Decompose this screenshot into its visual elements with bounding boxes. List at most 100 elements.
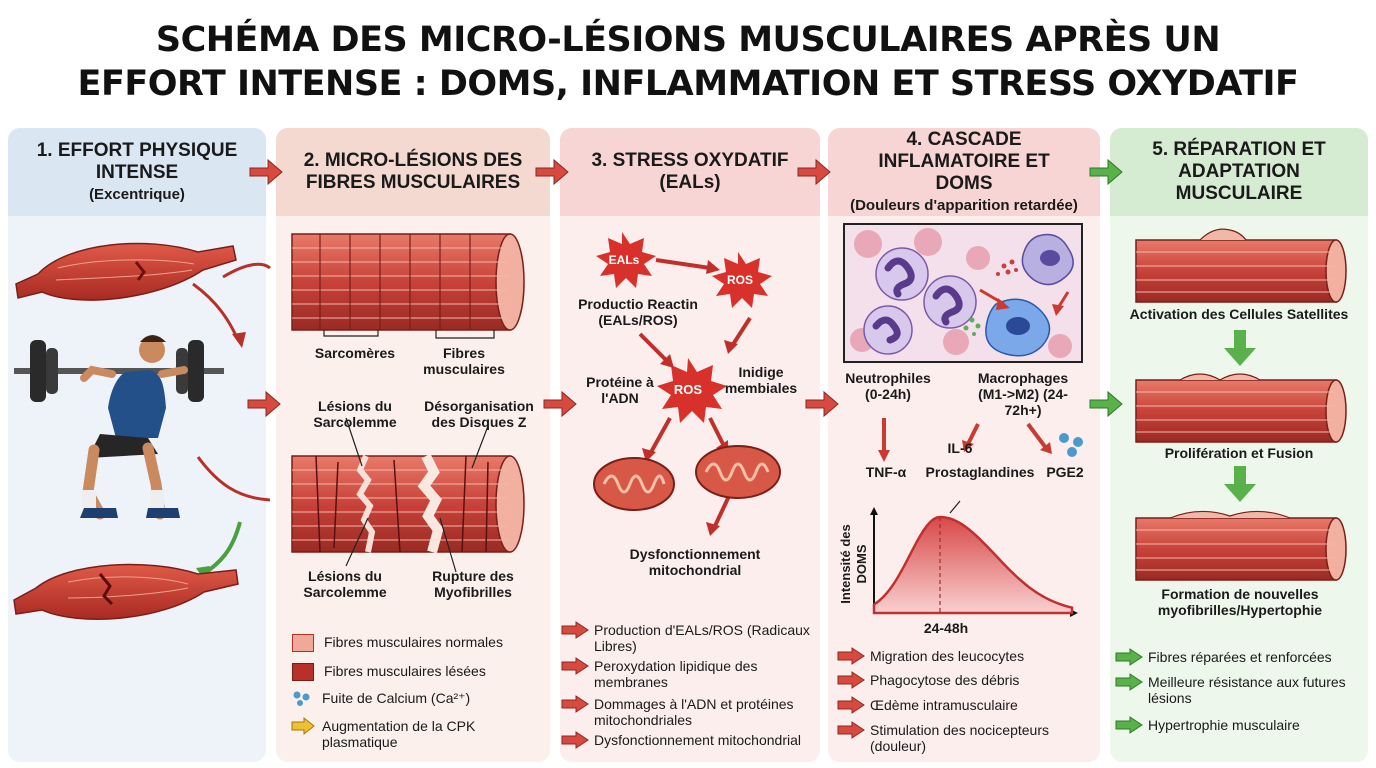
repair-illustration [1135,228,1347,581]
column-effort-subtitle: (Excentrique) [89,186,185,203]
legend-inflam-3: Œdème intramusculaire [837,696,1094,714]
swatch-lesees [292,663,314,681]
legend-stress-1: Production d'EALs/ROS (Radicaux Libres) [561,621,812,654]
legend-repair-3: Hypertrophie musculaire [1115,716,1364,734]
label-pge2: PGE2 [1046,464,1084,480]
label-macrophages: Macrophages (M1->M2) (24-72h+) [977,370,1069,418]
normal-fibre-icon [291,233,525,339]
repair-fibre-icon-1 [1135,228,1347,303]
arrow-header-4-5 [1089,158,1123,186]
cell-panel [843,223,1083,363]
column-effort: 1. EFFORT PHYSIQUE INTENSE (Excentrique) [8,128,266,762]
label-ros-1: ROS [726,273,753,287]
label-inidige: Inidige membiales [724,364,798,396]
label-ros-2: ROS [673,382,703,397]
red-arrow-icon [561,621,589,639]
column-stress-title: 3. STRESS OXYDATIF [591,150,789,171]
swatch-normal [292,634,314,652]
inflammation-illustration [843,223,1083,462]
column-stress: 3. STRESS OXYDATIF (EALs) [560,128,820,762]
doms-xtick: 24-48h [923,620,969,636]
red-arrow-icon [561,731,589,749]
legend-repair-2: Meilleure résistance aux futures lésions [1115,673,1364,706]
green-arrow-icon [1115,716,1143,734]
column-repair-title: 5. RÉPARATION ET ADAPTATION MUSCULAIRE [1152,139,1326,204]
red-arrow-icon [837,721,865,739]
arrow-mid-4-5 [1089,390,1123,418]
green-arrow-icon [1115,648,1143,666]
mitochondria-icon-1 [593,457,675,511]
column-stress-subtitle: (EALs) [659,172,721,193]
fibres-illustration [291,233,525,573]
label-activation: Activation des Cellules Satellites [1129,306,1349,322]
arrow-mid-3-4 [805,390,839,418]
legend-repair-1: Fibres réparées et renforcées [1115,648,1364,666]
column-inflammation-header: 4. CASCADE INFLAMATOIRE ET DOMS (Douleur… [828,128,1100,216]
doms-ylabel: Intensité des DOMS [838,524,869,604]
ros-burst-icon-2 [657,358,727,423]
macrophage-icon-2 [985,298,1051,357]
column-inflammation-title: 4. CASCADE INFLAMATOIRE ET DOMS [878,129,1050,194]
doms-area [872,515,1074,615]
repair-fibre-icon-3 [1135,510,1347,581]
arrow-header-2-3 [535,158,569,186]
ros-burst-icon-1 [712,252,772,308]
muscle-top-icon [15,242,237,301]
label-il6: IL-6 [947,440,973,456]
label-prostaglandines: Prostaglandines [925,464,1035,480]
arrow-mid-1-2 [247,390,281,418]
column-stress-header: 3. STRESS OXYDATIF (EALs) [560,128,820,216]
column-inflammation-subtitle: (Douleurs d'apparition retardée) [850,197,1078,214]
legend-lesees: Fibres musculaires lésées [292,663,542,681]
title-line-1: SCHÉMA DES MICRO-LÉSIONS MUSCULAIRES APR… [155,20,1221,60]
label-lesions-top: Lésions du Sarcolemme [313,398,397,430]
damaged-fibre-icon [291,417,525,573]
label-disorganisation: Désorganisation des Disques Z [424,398,534,430]
legend-normal: Fibres musculaires normales [292,634,542,652]
red-arrow-icon [837,671,865,689]
legend-stress-2: Peroxydation lipidique des membranes [561,657,812,690]
macrophage-icon-1 [1021,233,1074,286]
green-arrow-icon [1115,673,1143,691]
repair-fibre-icon-2 [1135,373,1347,443]
label-fibres: Fibres musculaires [423,345,505,377]
green-down-arrow-2 [1224,466,1256,502]
arrow-header-1-2 [249,158,283,186]
label-neutrophiles: Neutrophiles (0-24h) [845,370,931,402]
label-formation: Formation de nouvelles myofibrilles/Hype… [1157,586,1323,618]
legend-inflam-1: Migration des leucocytes [837,647,1094,665]
mitochondria-icon-2 [695,445,781,499]
column-repair-header: 5. RÉPARATION ET ADAPTATION MUSCULAIRE [1110,128,1368,216]
label-proliferation: Prolifération et Fusion [1164,445,1314,461]
cpk-arrow-icon [291,716,315,736]
effort-illustration [13,242,271,620]
doms-curve-chart [870,500,1078,617]
title-line-2: EFFORT INTENSE : DOMS, INFLAMMATION ET S… [77,64,1299,104]
label-sarcomeres: Sarcomères [314,345,396,361]
legend-stress-3: Dommages à l'ADN et protéines mitochondr… [561,695,812,728]
calcium-dots-icon [293,691,310,706]
neutrophil-icon-3 [923,275,977,329]
green-down-arrow-1 [1224,330,1256,366]
column-effort-title: 1. EFFORT PHYSIQUE INTENSE [36,140,238,183]
legend-inflam-4: Stimulation des nocicepteurs (douleur) [837,721,1094,754]
legend-stress-4: Dysfonctionnement mitochondrial [561,731,812,749]
label-productio: Productio Reactin (EALs/ROS) [578,296,698,328]
column-effort-header: 1. EFFORT PHYSIQUE INTENSE (Excentrique) [8,128,266,216]
legend-calcium: Fuite de Calcium (Ca²⁺) [292,690,542,706]
neutrophil-icon-2 [863,305,913,355]
page-title: SCHÉMA DES MICRO-LÉSIONS MUSCULAIRES APR… [0,18,1376,106]
barbell-icon [14,340,224,402]
label-rupture: Rupture des Myofibrilles [432,568,514,600]
arrow-mid-2-3 [543,390,577,418]
pge2-dots-icon [1059,433,1083,457]
column-lesions-header: 2. MICRO-LÉSIONS DES FIBRES MUSCULAIRES [276,128,550,216]
red-arrow-icon [561,657,589,675]
eals-burst-icon [596,232,656,288]
legend-inflam-2: Phagocytose des débris [837,671,1094,689]
neutrophil-icon-1 [875,247,929,301]
label-dysfonctionnement: Dysfonctionnement mitochondrial [629,546,761,578]
muscle-bottom-icon [13,563,239,620]
red-arrow-icon [837,647,865,665]
